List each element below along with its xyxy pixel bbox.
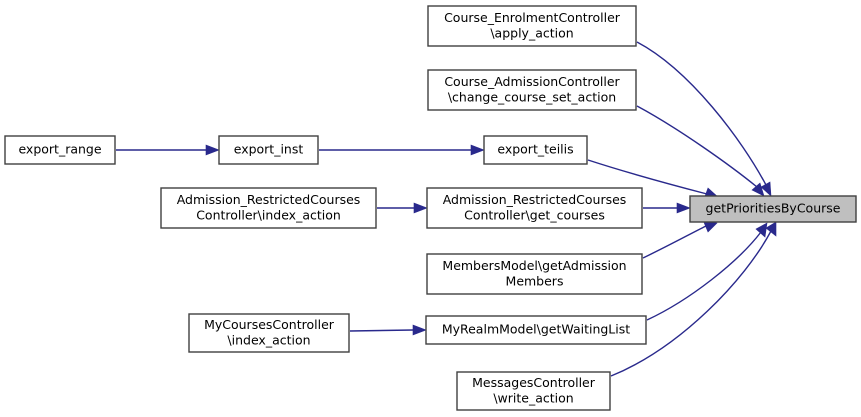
node-label: Course_EnrolmentController [444,10,621,25]
node-label: export_range [18,142,101,157]
nodes-layer: Course_EnrolmentController\apply_actionC… [4,5,857,411]
node-label: Controller\get_courses [464,207,605,222]
arrow-head-icon [413,202,428,214]
node-label: MessagesController [472,375,596,390]
edge-line [642,225,707,259]
graph-node[interactable]: Course_EnrolmentController\apply_action [427,5,637,47]
graph-node-target[interactable]: getPrioritiesByCourse [689,195,857,223]
call-edge [636,41,772,197]
node-box[interactable] [4,135,116,165]
node-box[interactable] [427,5,637,47]
node-label: Course_AdmissionController [444,74,620,89]
node-box[interactable] [426,187,643,229]
call-edge [636,105,765,197]
call-edge [116,144,220,156]
node-label: MyRealmModel\getWaitingList [442,322,630,337]
graph-node[interactable]: Admission_RestrictedCoursesController\ge… [426,187,643,229]
graph-node[interactable]: export_teilis [483,135,588,165]
arrow-head-icon [205,144,220,156]
node-label: \change_course_set_action [448,89,616,104]
node-box[interactable] [689,195,857,223]
node-label: getPrioritiesByCourse [706,201,841,216]
edge-line [587,159,708,195]
node-label: Members [506,273,564,288]
node-label: Controller\index_action [196,207,341,222]
node-box[interactable] [188,313,350,353]
node-label: Admission_RestrictedCourses [177,192,361,207]
edge-line [636,105,758,188]
node-label: \apply_action [490,25,573,40]
arrow-head-icon [760,181,772,197]
graph-node[interactable]: Admission_RestrictedCoursesController\in… [160,187,377,229]
edge-line [636,41,767,186]
call-edge [610,221,777,377]
node-box[interactable] [483,135,588,165]
node-box[interactable] [456,371,611,411]
call-edge [349,324,427,336]
arrow-head-icon [765,221,777,237]
node-box[interactable] [426,253,643,295]
node-box[interactable] [427,69,637,111]
node-box[interactable] [160,187,377,229]
node-label: export_teilis [497,142,573,157]
graph-node[interactable]: Course_AdmissionController\change_course… [427,69,637,111]
arrow-head-icon [412,324,427,336]
call-edge [377,202,428,214]
edge-line [646,231,762,321]
node-label: \index_action [227,332,310,347]
arrow-head-icon [755,222,768,238]
graph-node[interactable]: export_range [4,135,116,165]
graph-node[interactable]: MessagesController\write_action [456,371,611,411]
node-box[interactable] [218,135,319,165]
call-edge [319,144,485,156]
node-box[interactable] [425,315,647,345]
call-edge [646,222,768,321]
node-label: MembersModel\getAdmission [442,258,626,273]
node-label: \write_action [493,390,573,405]
arrow-head-icon [470,144,485,156]
arrow-head-icon [676,202,691,214]
graph-node[interactable]: export_inst [218,135,319,165]
node-label: MyCoursesController [204,317,335,332]
edge-line [610,230,772,377]
edge-line [349,329,414,332]
node-label: Admission_RestrictedCourses [443,192,627,207]
node-label: export_inst [234,142,304,157]
graph-node[interactable]: MyCoursesController\index_action [188,313,350,353]
call-edge [643,202,691,214]
arrow-head-icon [751,182,765,197]
graph-node[interactable]: MyRealmModel\getWaitingList [425,315,647,345]
call-edge [642,219,718,259]
